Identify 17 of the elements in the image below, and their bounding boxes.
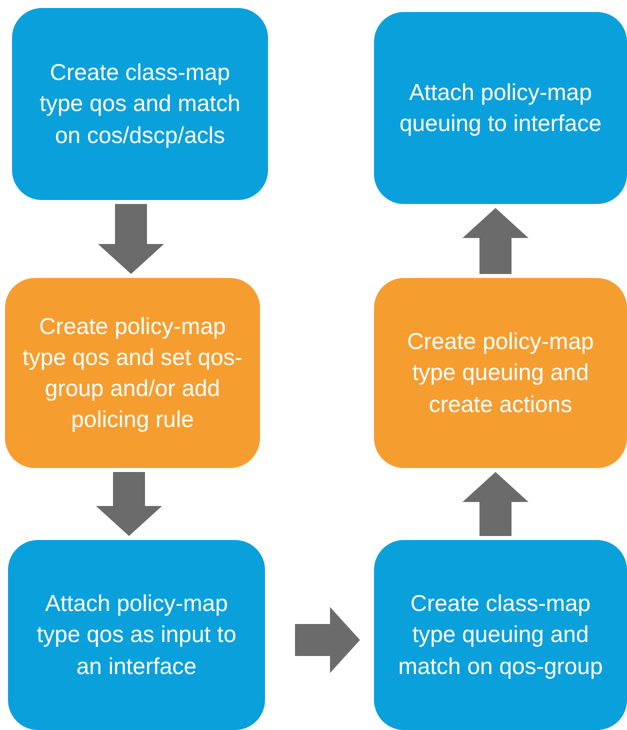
process-box	[374, 278, 627, 468]
process-box	[12, 8, 268, 200]
step-text: Create class-map type queuing and match on qos-group	[397, 589, 604, 681]
block-arrow	[462, 472, 528, 536]
block-arrow	[462, 208, 528, 274]
process-box	[374, 12, 627, 204]
step-text: Create policy-map type qos and set qos-group and/or add policing rule	[22, 312, 244, 434]
step-text: Create policy-map type queuing and create actions	[406, 327, 595, 419]
step-text: Attach policy-map type qos as input to an interface	[36, 589, 238, 681]
process-box	[5, 278, 260, 468]
step-text: Create class-map type qos and match on cos/dscp/acls	[38, 58, 242, 150]
step-text: Attach policy-map queuing to interface	[398, 78, 603, 138]
block-arrow	[295, 607, 360, 673]
process-box	[374, 540, 627, 730]
process-box	[8, 540, 265, 730]
block-arrow	[96, 472, 162, 536]
block-arrow	[98, 204, 164, 274]
